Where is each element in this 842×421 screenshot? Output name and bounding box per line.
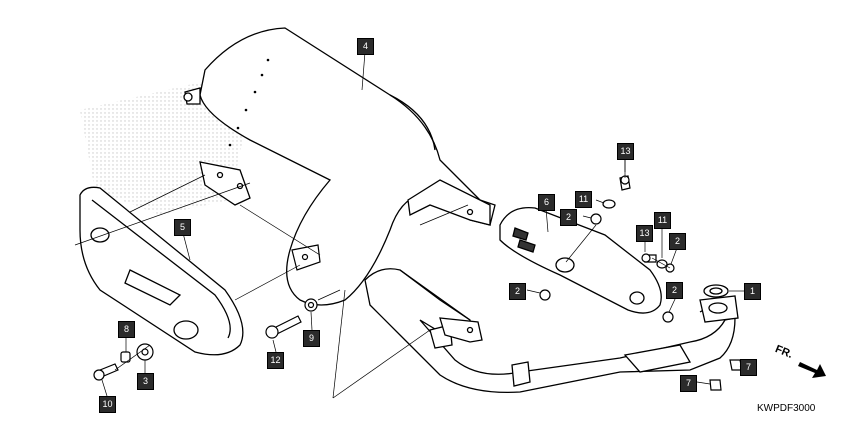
callout-9: 9 <box>303 330 320 347</box>
callout-2-b: 2 <box>669 233 686 250</box>
callout-13-a: 13 <box>617 143 634 160</box>
callout-4: 4 <box>357 38 374 55</box>
muffler-body <box>183 27 496 306</box>
callout-11-a: 11 <box>575 191 592 208</box>
callout-5: 5 <box>174 219 191 236</box>
callout-7-b: 7 <box>680 375 697 392</box>
callout-11-b: 11 <box>654 212 671 229</box>
assembly-lines <box>74 160 671 399</box>
callout-2-a: 2 <box>560 209 577 226</box>
callout-2-d: 2 <box>666 282 683 299</box>
callout-6: 6 <box>538 194 555 211</box>
callout-13-b: 13 <box>636 225 653 242</box>
hardware-parts <box>93 175 743 391</box>
pipe-cover <box>499 206 662 314</box>
callout-2-c: 2 <box>509 283 526 300</box>
callout-12: 12 <box>267 352 284 369</box>
callout-7-a: 7 <box>740 359 757 376</box>
gasket <box>703 284 729 298</box>
muffler-perforations <box>228 58 270 147</box>
front-direction-arrow <box>798 362 826 378</box>
callout-10: 10 <box>99 396 116 413</box>
callout-leaders <box>101 51 745 397</box>
callout-8: 8 <box>118 321 135 338</box>
callout-3: 3 <box>137 373 154 390</box>
callout-1: 1 <box>744 283 761 300</box>
exhaust-pipe <box>364 268 739 394</box>
diagram-code: KWPDF3000 <box>757 403 816 414</box>
